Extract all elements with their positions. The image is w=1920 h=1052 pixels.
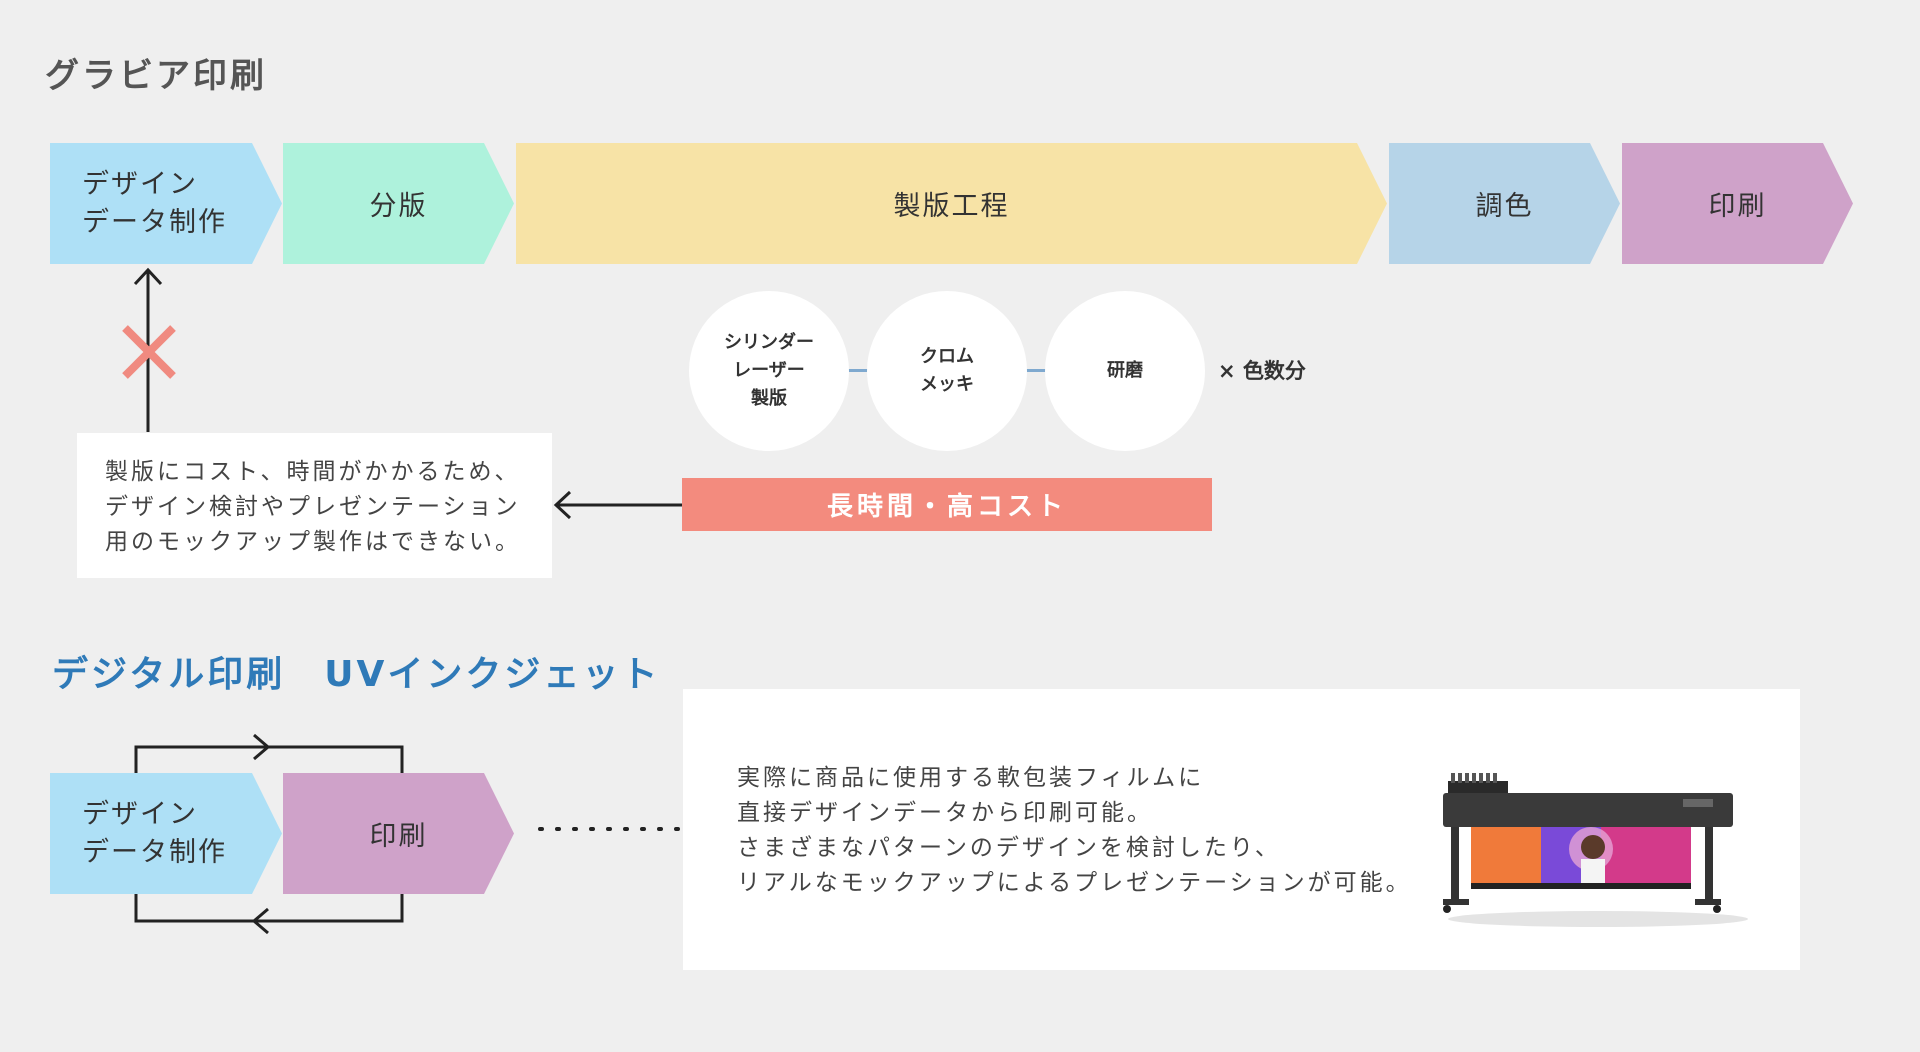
- digital-step-printing: 印刷: [283, 773, 514, 894]
- printer-icon: [1443, 773, 1748, 927]
- digital-description: 実際に商品に使用する軟包装フィルムに 直接デザインデータから印刷可能。 さまざま…: [737, 765, 1412, 896]
- arrow-to-note: [553, 490, 682, 520]
- digital-description-box: 実際に商品に使用する軟包装フィルムに 直接デザインデータから印刷可能。 さまざま…: [683, 689, 1800, 970]
- substep-cylinder-laser: シリンダー レーザー 製版: [689, 291, 849, 451]
- iteration-loop: [134, 733, 404, 935]
- step-separation: 分版: [283, 143, 514, 264]
- gravure-title: グラビア印刷: [45, 56, 267, 96]
- dotted-connector: [538, 827, 683, 831]
- connector-line: [1026, 369, 1048, 372]
- step-plate-making: 製版工程: [516, 143, 1387, 264]
- step-color-matching: 調色: [1389, 143, 1620, 264]
- cost-bar: 長時間・高コスト: [682, 478, 1212, 531]
- multiplier-label: × 色数分: [1218, 359, 1306, 383]
- gravure-note: 製版にコスト、時間がかかるため、 デザイン検討やプレゼンテーション 用のモックア…: [77, 433, 552, 578]
- substep-chrome-plating: クロム メッキ: [867, 291, 1027, 451]
- cross-icon: [122, 325, 176, 379]
- substep-polishing: 研磨: [1045, 291, 1205, 451]
- digital-step-design-data: デザイン データ制作: [50, 773, 282, 894]
- step-printing: 印刷: [1622, 143, 1853, 264]
- digital-title: デジタル印刷 UVインクジェット: [52, 654, 661, 695]
- connector-line: [848, 369, 870, 372]
- step-design-data: デザイン データ制作: [50, 143, 282, 264]
